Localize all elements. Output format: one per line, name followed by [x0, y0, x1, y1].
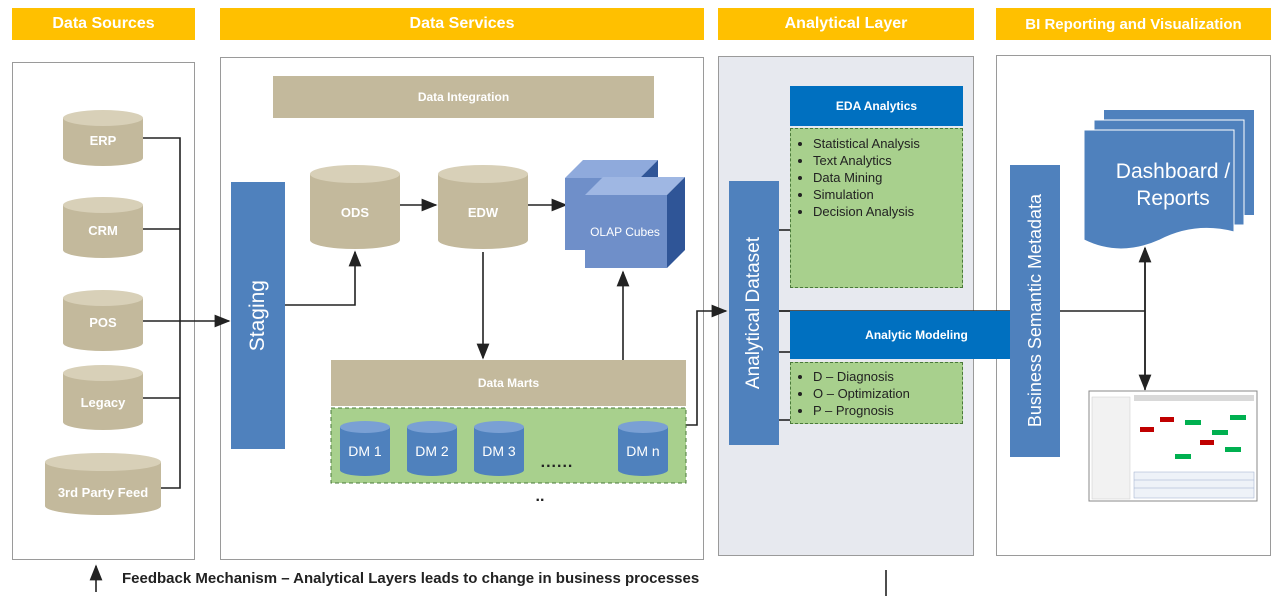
eda-analytics-list: Statistical Analysis Text Analytics Data… [790, 128, 963, 288]
cylinder-crm [63, 197, 143, 258]
modeling-item: P – Prognosis [813, 402, 962, 419]
eda-item: Data Mining [813, 169, 962, 186]
staging-label: Staging [246, 279, 269, 352]
label-3rd-party-feed: 3rd Party Feed [57, 484, 149, 500]
cylinder-dmn [618, 421, 668, 476]
label-ods: ODS [340, 204, 370, 220]
eda-item: Simulation [813, 186, 962, 203]
modeling-item: O – Optimization [813, 385, 962, 402]
cylinder-ods [310, 165, 400, 249]
cylinder-3rd-party [45, 453, 161, 515]
eda-item: Decision Analysis [813, 203, 962, 220]
staging-bar: Staging [231, 182, 285, 449]
data-marts-bar: Data Marts [331, 360, 686, 406]
olap-cube-front [585, 177, 685, 268]
cylinder-dm2 [407, 421, 457, 476]
label-dm3: DM 3 [482, 443, 516, 459]
analytical-dataset-bar: Analytical Dataset [729, 181, 779, 445]
analytic-modeling-header: Analytic Modeling [790, 311, 1043, 359]
ellipsis-vertical: .. [535, 488, 545, 505]
data-integration-bar: Data Integration [273, 76, 654, 118]
label-crm: CRM [88, 222, 118, 238]
business-semantic-metadata-bar: Business Semantic Metadata [1010, 165, 1060, 457]
business-semantic-metadata-label: Business Semantic Metadata [1024, 194, 1045, 428]
header-bi-reporting: BI Reporting and Visualization [996, 8, 1271, 40]
cylinder-pos [63, 290, 143, 351]
modeling-item: D – Diagnosis [813, 368, 962, 385]
feedback-mechanism-text: Feedback Mechanism – Analytical Layers l… [122, 570, 700, 587]
eda-item: Statistical Analysis [813, 135, 962, 152]
header-data-sources: Data Sources [12, 8, 195, 40]
header-data-services: Data Services [220, 8, 704, 40]
label-olap-cubes: OLAP Cubes [590, 225, 660, 239]
label-legacy: Legacy [80, 394, 126, 410]
label-edw: EDW [467, 204, 499, 220]
dashboard-reports-label: Dashboard / Reports [1115, 160, 1231, 210]
cylinder-legacy [63, 365, 143, 430]
report-thumbnail [1088, 390, 1258, 502]
cylinder-dm1 [340, 421, 390, 476]
cylinder-dm3 [474, 421, 524, 476]
label-erp: ERP [89, 132, 117, 148]
label-dm1: DM 1 [348, 443, 382, 459]
header-analytical-layer: Analytical Layer [718, 8, 974, 40]
eda-item: Text Analytics [813, 152, 962, 169]
label-dmn: DM n [626, 443, 660, 459]
label-dm2: DM 2 [415, 443, 449, 459]
cylinder-erp [63, 110, 143, 166]
eda-analytics-header: EDA Analytics [790, 86, 963, 126]
label-pos: POS [89, 314, 117, 330]
cylinder-edw [438, 165, 528, 249]
analytic-modeling-list: D – Diagnosis O – Optimization P – Progn… [790, 362, 963, 424]
ellipsis-horizontal: ...... [540, 454, 574, 471]
analytical-dataset-label: Analytical Dataset [743, 236, 764, 390]
dashboard-doc-stack [1083, 110, 1254, 250]
